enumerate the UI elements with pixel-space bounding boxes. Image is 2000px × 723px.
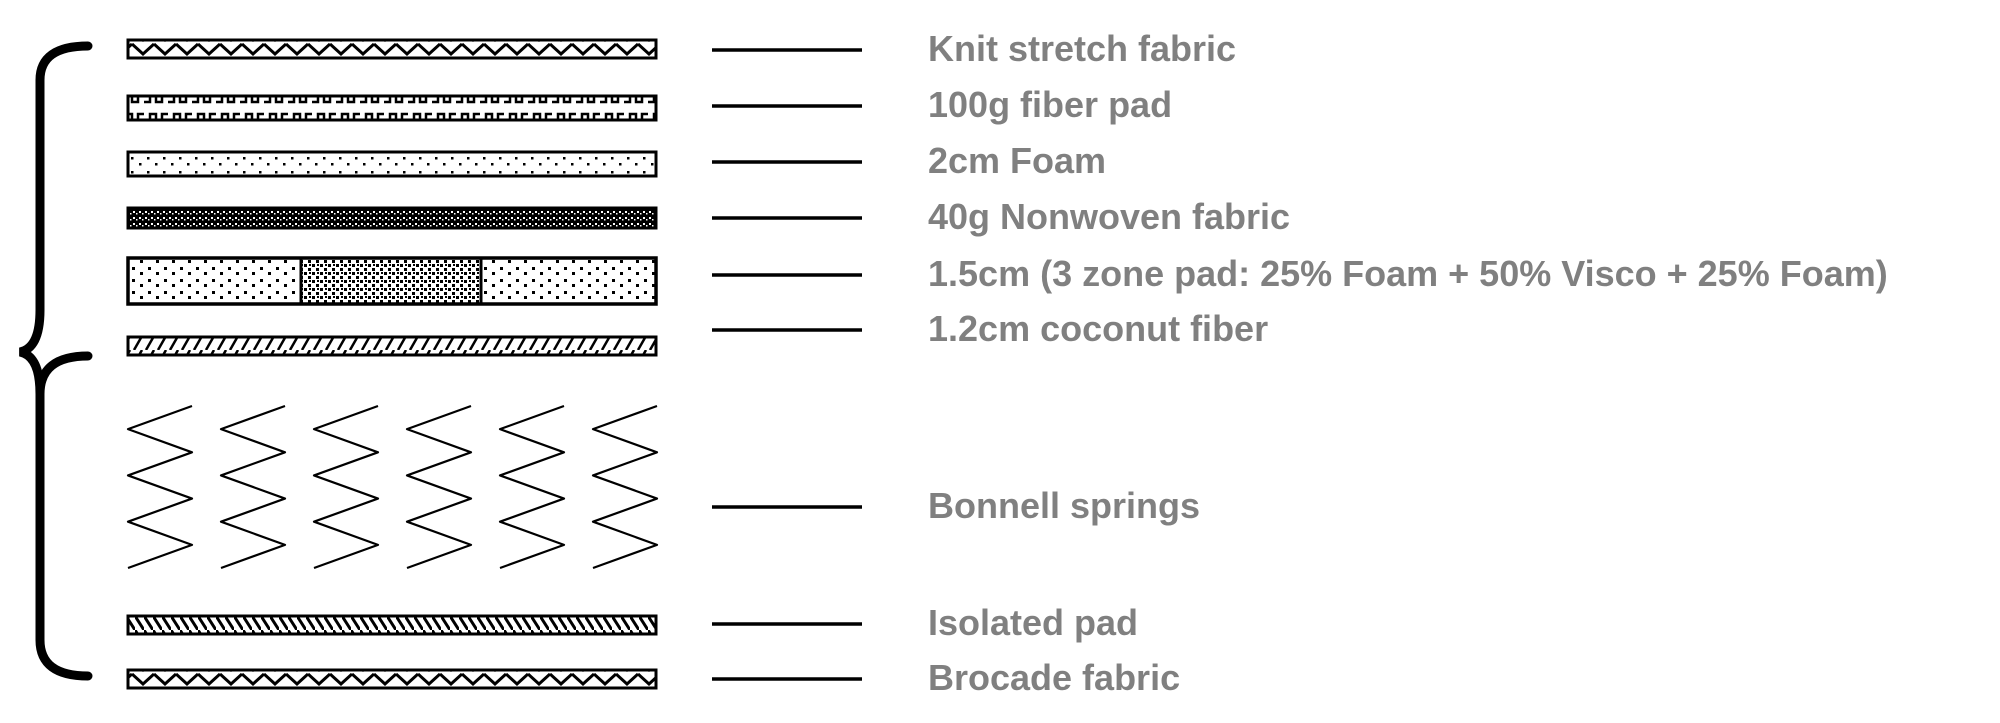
layer-label: Bonnell springs [928, 485, 1200, 526]
layer-swatch-knit [126, 38, 658, 60]
layer-isolated-pad: Isolated pad [126, 602, 1138, 643]
upper-brace [18, 41, 93, 399]
spring-coil [219, 404, 287, 570]
zone-visco-center [301, 258, 481, 304]
layer-label: 40g Nonwoven fabric [928, 196, 1290, 237]
layer-foam-2cm: 2cm Foam [126, 140, 1106, 181]
layer-swatch-foam [126, 150, 658, 178]
layer-label: 100g fiber pad [928, 84, 1172, 125]
layer-swatch-brocade [126, 668, 658, 690]
layer-brocade-fabric: Brocade fabric [126, 657, 1180, 698]
layer-swatch-fiber [126, 94, 658, 122]
layer-swatch-isolated [126, 614, 658, 636]
spring-coil [591, 404, 659, 570]
zone-foam-right [481, 258, 656, 304]
spring-coil [312, 404, 380, 570]
layer-label: Knit stretch fabric [928, 28, 1236, 69]
layer-coconut-fiber: 1.2cm coconut fiber [126, 308, 1268, 357]
layer-label: 1.5cm (3 zone pad: 25% Foam + 50% Visco … [928, 253, 1888, 294]
spring-coil [405, 404, 473, 570]
layer-swatch-nonwoven [126, 206, 658, 230]
spring-coil [126, 404, 194, 570]
spring-coil [498, 404, 566, 570]
layer-fiber-pad: 100g fiber pad [126, 84, 1172, 125]
lower-brace [35, 351, 93, 681]
layer-label: Isolated pad [928, 602, 1138, 643]
layer-bonnell-springs: Bonnell springs [126, 404, 1200, 570]
layer-label: 2cm Foam [928, 140, 1106, 181]
layer-three-zone-pad: 1.5cm (3 zone pad: 25% Foam + 50% Visco … [126, 253, 1888, 306]
layer-swatch-coconut [126, 335, 658, 357]
layer-swatch-zone [126, 256, 658, 306]
zone-foam-left [128, 258, 301, 304]
layer-label: 1.2cm coconut fiber [928, 308, 1268, 349]
layer-knit-stretch-fabric: Knit stretch fabric [126, 28, 1236, 69]
layer-nonwoven-fabric: 40g Nonwoven fabric [126, 196, 1290, 237]
layer-label: Brocade fabric [928, 657, 1180, 698]
springs-group [126, 404, 659, 570]
